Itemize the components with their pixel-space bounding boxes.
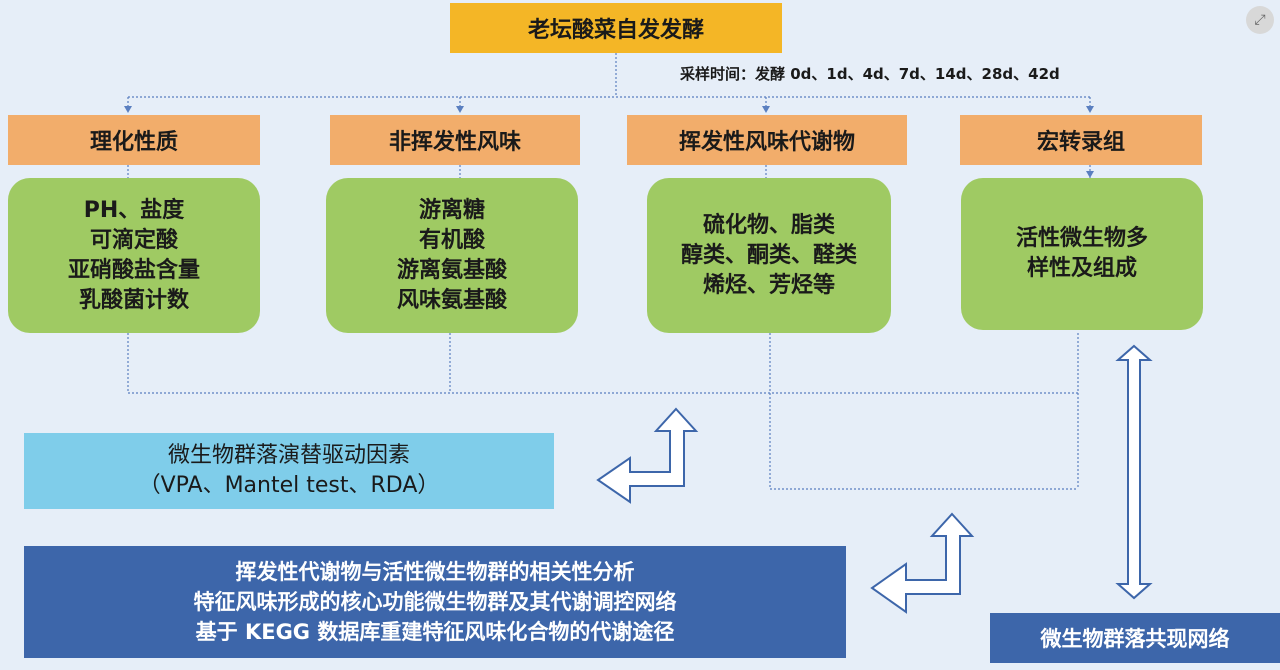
- item-line: 风味氨基酸: [396, 287, 507, 313]
- item-line: 游离氨基酸: [396, 257, 507, 283]
- fermentation-title: 老坛酸菜自发发酵: [527, 18, 704, 43]
- analysis-line: 挥发性代谢物与活性微生物群的相关性分析: [235, 560, 635, 584]
- green-box-nonvolatile: 游离糖 有机酸 游离氨基酸 风味氨基酸: [326, 178, 578, 333]
- item-line: 样性及组成: [1026, 256, 1137, 281]
- green-box-metatranscriptome: 活性微生物多 样性及组成: [961, 178, 1203, 330]
- sampling-time-text: 采样时间：发酵 0d、1d、4d、7d、14d、28d、42d: [680, 65, 1060, 83]
- green-box-volatile: 硫化物、脂类 醇类、酮类、醛类 烯烃、芳烃等: [647, 178, 891, 333]
- fermentation-title-box: 老坛酸菜自发发酵: [450, 3, 782, 53]
- header-physicochemical: 理化性质: [8, 115, 260, 165]
- item-line: 可滴定酸: [89, 227, 178, 253]
- header-label: 挥发性风味代谢物: [678, 130, 855, 155]
- item-line: 乳酸菌计数: [78, 287, 189, 313]
- header-metatranscriptome: 宏转录组: [960, 115, 1202, 165]
- analysis-line: 基于 KEGG 数据库重建特征风味化合物的代谢途径: [195, 620, 675, 644]
- cooccurrence-network-box: 微生物群落共现网络: [990, 613, 1280, 663]
- header-nonvolatile: 非挥发性风味: [330, 115, 580, 165]
- double-arrow: [1115, 344, 1153, 600]
- expand-icon[interactable]: ⤢: [1246, 6, 1274, 34]
- item-line: 活性微生物多: [1015, 226, 1148, 251]
- header-label: 宏转录组: [1036, 130, 1125, 155]
- green-box-physicochemical: PH、盐度 可滴定酸 亚硝酸盐含量 乳酸菌计数: [8, 178, 260, 333]
- analysis-line: 特征风味形成的核心功能微生物群及其代谢调控网络: [193, 590, 677, 614]
- item-line: 醇类、酮类、醛类: [680, 242, 857, 268]
- drivers-line: （VPA、Mantel test、RDA）: [138, 473, 440, 498]
- item-line: 有机酸: [418, 227, 485, 253]
- header-label: 理化性质: [89, 130, 178, 155]
- item-line: 亚硝酸盐含量: [67, 257, 200, 283]
- header-label: 非挥发性风味: [388, 130, 521, 155]
- item-line: 硫化物、脂类: [702, 212, 835, 238]
- item-line: PH、盐度: [83, 197, 185, 223]
- header-volatile: 挥发性风味代谢物: [627, 115, 907, 165]
- item-line: 游离糖: [418, 197, 485, 223]
- item-line: 烯烃、芳烃等: [702, 272, 835, 298]
- drivers-line: 微生物群落演替驱动因素: [167, 443, 410, 468]
- bent-arrow-1: [596, 407, 699, 504]
- succession-drivers-box: 微生物群落演替驱动因素 （VPA、Mantel test、RDA）: [24, 433, 554, 509]
- network-label: 微生物群落共现网络: [1040, 627, 1230, 651]
- correlation-analysis-box: 挥发性代谢物与活性微生物群的相关性分析 特征风味形成的核心功能微生物群及其代谢调…: [24, 546, 846, 658]
- bent-arrow-2: [870, 512, 975, 614]
